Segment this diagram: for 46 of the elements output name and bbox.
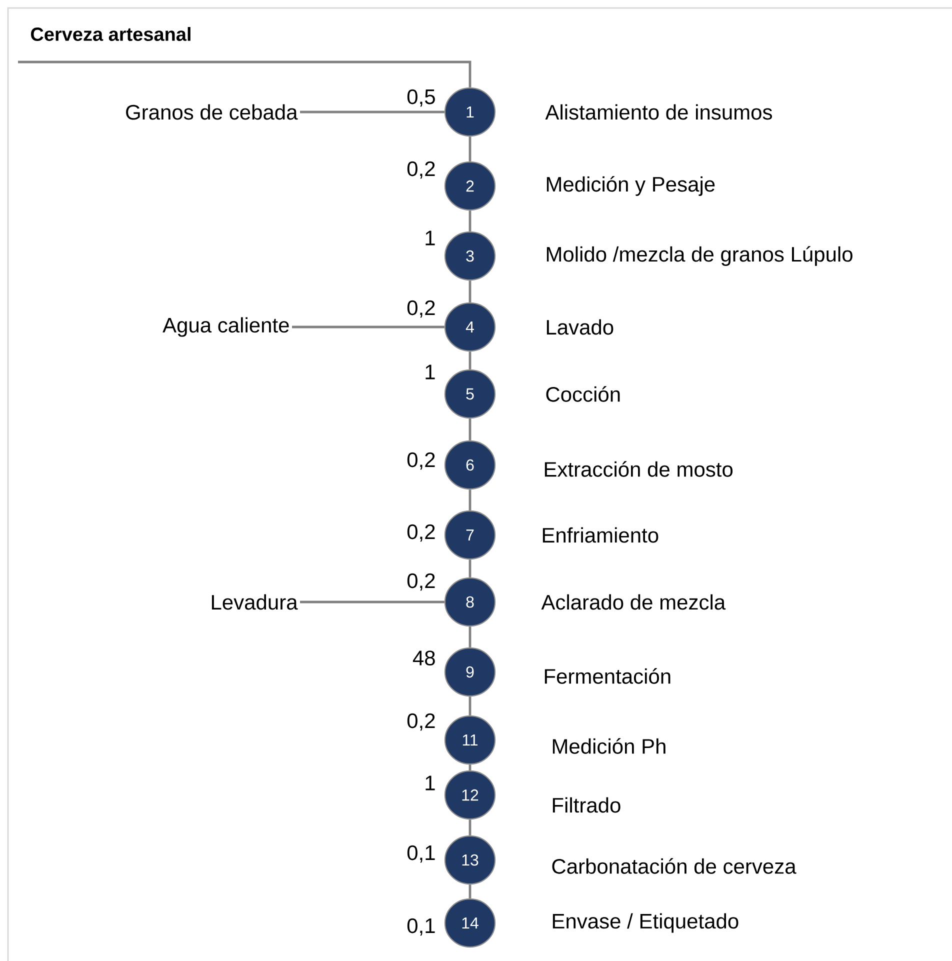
title: Cerveza artesanal xyxy=(30,27,190,41)
step-label: Aclarado de mezcla xyxy=(541,594,726,610)
connector-line xyxy=(468,136,472,162)
duration-label: 0,2 xyxy=(407,713,435,731)
connector-line xyxy=(18,60,472,88)
duration-label: 0,2 xyxy=(407,524,435,542)
connector-line xyxy=(468,820,472,836)
duration-label: 1 xyxy=(426,776,435,790)
connector-line xyxy=(468,490,472,510)
step-label: Fermentación xyxy=(544,668,670,684)
input-label: Agua caliente xyxy=(162,317,289,337)
step-label: Envase / Etiquetado xyxy=(552,913,738,933)
input-label: Levadura xyxy=(212,594,298,610)
step-label: Filtrado xyxy=(552,797,620,813)
duration-label: 0,2 xyxy=(407,300,435,318)
connector-line xyxy=(468,280,472,302)
step-label: Molido /mezcla de granos Lúpulo xyxy=(546,246,852,266)
input-label: Granos de cebada xyxy=(126,104,298,120)
step-label: Medición y Pesaje xyxy=(546,176,715,196)
duration-label: 1 xyxy=(426,230,435,246)
connector-line xyxy=(468,210,472,232)
step-label: Carbonatación de cerveza xyxy=(552,858,796,874)
connector-line xyxy=(468,764,472,770)
connector-line xyxy=(468,626,472,648)
connector-line xyxy=(300,110,444,114)
connector-line xyxy=(468,884,472,898)
duration-label: 0,1 xyxy=(407,918,435,936)
duration-label: 1 xyxy=(426,364,435,380)
connector-line xyxy=(300,600,444,604)
step-label: Enfriamiento xyxy=(542,527,658,543)
duration-label: 0,1 xyxy=(407,845,435,863)
step-label: Extracción de mosto xyxy=(544,461,733,477)
duration-label: 0,5 xyxy=(407,89,435,107)
duration-label: 0,2 xyxy=(407,573,435,591)
connector-line xyxy=(468,418,472,440)
step-label: Alistamiento de insumos xyxy=(545,104,772,120)
step-label: Lavado xyxy=(546,319,614,335)
connector-line xyxy=(468,560,472,578)
step-label: Medición Ph xyxy=(552,738,666,754)
duration-label: 48 xyxy=(412,650,435,666)
duration-label: 0,2 xyxy=(407,452,435,470)
duration-label: 0,2 xyxy=(407,161,435,179)
connector-line xyxy=(292,326,444,328)
step-label: Cocción xyxy=(546,386,620,402)
connector-line xyxy=(468,696,472,716)
connector-line xyxy=(468,352,472,370)
